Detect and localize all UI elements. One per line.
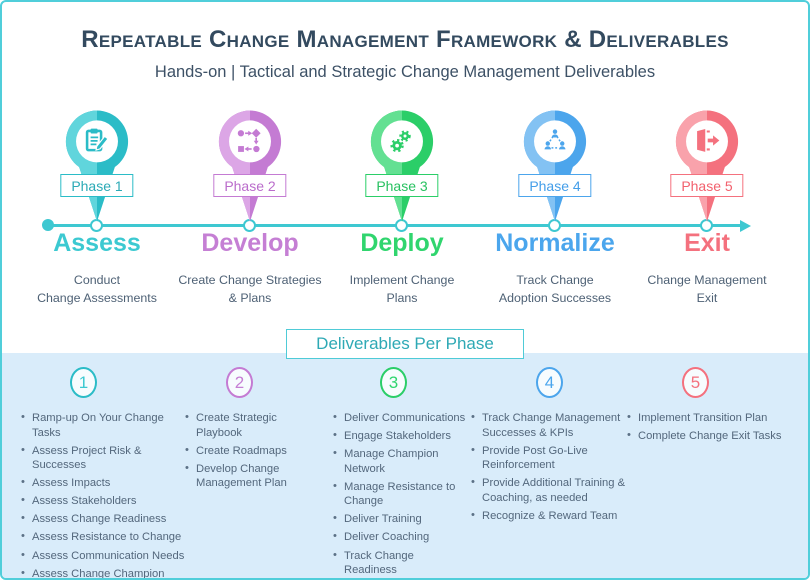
phase-name: Exit — [684, 229, 730, 257]
page-subtitle: Hands-on | Tactical and Strategic Change… — [154, 63, 656, 81]
phase-3-pin: Phase 3 — [363, 108, 441, 224]
deliverable-item: Track Change Management Successes & KPIs — [470, 410, 628, 440]
timeline-start-dot — [42, 219, 54, 231]
phase-desc-line: Exit — [696, 290, 718, 305]
header: Repeatable Change Management Framework &… — [2, 2, 808, 82]
deliverable-item: Deliver Coaching — [332, 529, 468, 545]
phase-desc-line: & Plans — [228, 290, 272, 305]
phase-column-3: Phase 3 Deploy Implement Change Plans — [322, 108, 482, 307]
deliverables-panel: 1 Ramp-up On Your Change TasksAssess Pro… — [2, 353, 808, 578]
deliverables-list: Track Change Management Successes & KPIs… — [470, 410, 628, 524]
phase-column-2: Phase 2 Develop Create Change Strategies… — [170, 108, 330, 307]
timeline-arrow-icon — [740, 219, 751, 232]
phase-label: Phase 3 — [365, 174, 439, 197]
phase-label: Phase 1 — [60, 174, 134, 197]
phase-label: Phase 2 — [213, 174, 287, 197]
page-title: Repeatable Change Management Framework &… — [81, 26, 729, 53]
deliverables-list: Implement Transition PlanComplete Change… — [626, 410, 794, 444]
deliverables-column-5: 5 Implement Transition PlanComplete Chan… — [626, 367, 794, 447]
phase-desc-line: Create Change Strategies — [178, 273, 322, 287]
phase-description: Track Change Adoption Successes — [475, 272, 635, 307]
phase-desc-line: Track Change — [516, 273, 594, 287]
deliverable-item: Assess Change Champion Network — [20, 566, 195, 578]
deliverable-item: Engage Stakeholders — [332, 428, 468, 444]
phase-description: Conduct Change Assessments — [17, 272, 177, 307]
phase-number-badge: 4 — [536, 367, 563, 398]
phase-name: Deploy — [360, 229, 444, 257]
deliverable-item: Provide Post Go-Live Reinforcement — [470, 443, 628, 473]
deliverable-item: Assess Stakeholders — [20, 493, 195, 509]
deliverable-item: Assess Change Readiness — [20, 511, 195, 527]
phase-number-badge: 3 — [380, 367, 407, 398]
deliverables-list: Create Strategic PlaybookCreate Roadmaps… — [184, 410, 322, 491]
deliverables-column-4: 4 Track Change Management Successes & KP… — [470, 367, 628, 527]
phase-desc-line: Adoption Successes — [498, 290, 612, 305]
phase-description: Change Management Exit — [627, 272, 787, 307]
deliverables-list: Deliver CommunicationsEngage Stakeholder… — [332, 410, 468, 578]
phase-description: Create Change Strategies & Plans — [170, 272, 330, 307]
deliverable-item: Assess Project Risk & Successes — [20, 443, 195, 473]
deliverables-column-2: 2 Create Strategic PlaybookCreate Roadma… — [184, 367, 322, 494]
deliverable-item: Create Strategic Playbook — [184, 410, 322, 440]
people-network-icon — [523, 110, 587, 222]
deliverable-item: Assess Communication Needs — [20, 548, 195, 564]
phase-4-pin: Phase 4 — [516, 108, 594, 224]
deliverables-list: Ramp-up On Your Change TasksAssess Proje… — [20, 410, 195, 578]
phase-label: Phase 5 — [670, 174, 744, 197]
deliverable-item: Deliver Communications — [332, 410, 468, 426]
deliverable-item: Manage Champion Network — [332, 446, 468, 476]
deliverable-item: Provide Additional Training & Coaching, … — [470, 475, 628, 505]
phase-column-1: Phase 1 Assess Conduct Change Assessment… — [17, 108, 177, 307]
phase-column-5: Phase 5 Exit Change Management Exit — [627, 108, 787, 307]
phase-number-badge: 1 — [70, 367, 97, 398]
deliverable-item: Recognize & Reward Team — [470, 508, 628, 524]
phase-name: Normalize — [495, 229, 615, 257]
phase-2-pin: Phase 2 — [211, 108, 289, 224]
phase-desc-line: Implement Change — [349, 273, 455, 287]
phase-desc-line: Change Assessments — [37, 290, 157, 305]
phase-name: Develop — [201, 229, 299, 257]
phase-5-pin: Phase 5 — [668, 108, 746, 224]
phase-number-badge: 2 — [226, 367, 253, 398]
phase-description: Implement Change Plans — [322, 272, 482, 307]
exit-door-icon — [675, 110, 739, 222]
phase-name: Assess — [53, 229, 141, 257]
phase-desc-line: Plans — [386, 290, 418, 305]
deliverable-item: Implement Transition Plan — [626, 410, 794, 426]
phase-desc-line: Change Management — [647, 273, 767, 287]
flowchart-icon — [218, 110, 282, 222]
deliverable-item: Complete Change Exit Tasks — [626, 428, 794, 444]
deliverable-item: Assess Resistance to Change — [20, 529, 195, 545]
deliverable-item: Track Change Readiness — [332, 547, 468, 578]
deliverable-item: Ramp-up On Your Change Tasks — [20, 410, 195, 440]
phase-number-badge: 5 — [682, 367, 709, 398]
deliverable-item: Deliver Training — [332, 511, 468, 527]
deliverable-item: Manage Resistance to Change — [332, 479, 468, 509]
phase-1-pin: Phase 1 — [58, 108, 136, 224]
phase-label: Phase 4 — [518, 174, 592, 197]
deliverables-column-1: 1 Ramp-up On Your Change TasksAssess Pro… — [20, 367, 195, 578]
deliverables-column-3: 3 Deliver CommunicationsEngage Stakehold… — [332, 367, 468, 578]
deliverables-banner: Deliverables Per Phase — [286, 329, 524, 359]
deliverable-item: Assess Impacts — [20, 475, 195, 491]
clipboard-pencil-icon — [65, 110, 129, 222]
deliverable-item: Develop Change Management Plan — [184, 461, 322, 491]
gears-icon — [370, 110, 434, 222]
phase-column-4: Phase 4 Normalize Track Change Adoption … — [475, 108, 635, 307]
deliverable-item: Create Roadmaps — [184, 443, 322, 459]
phase-desc-line: Conduct — [73, 273, 121, 287]
